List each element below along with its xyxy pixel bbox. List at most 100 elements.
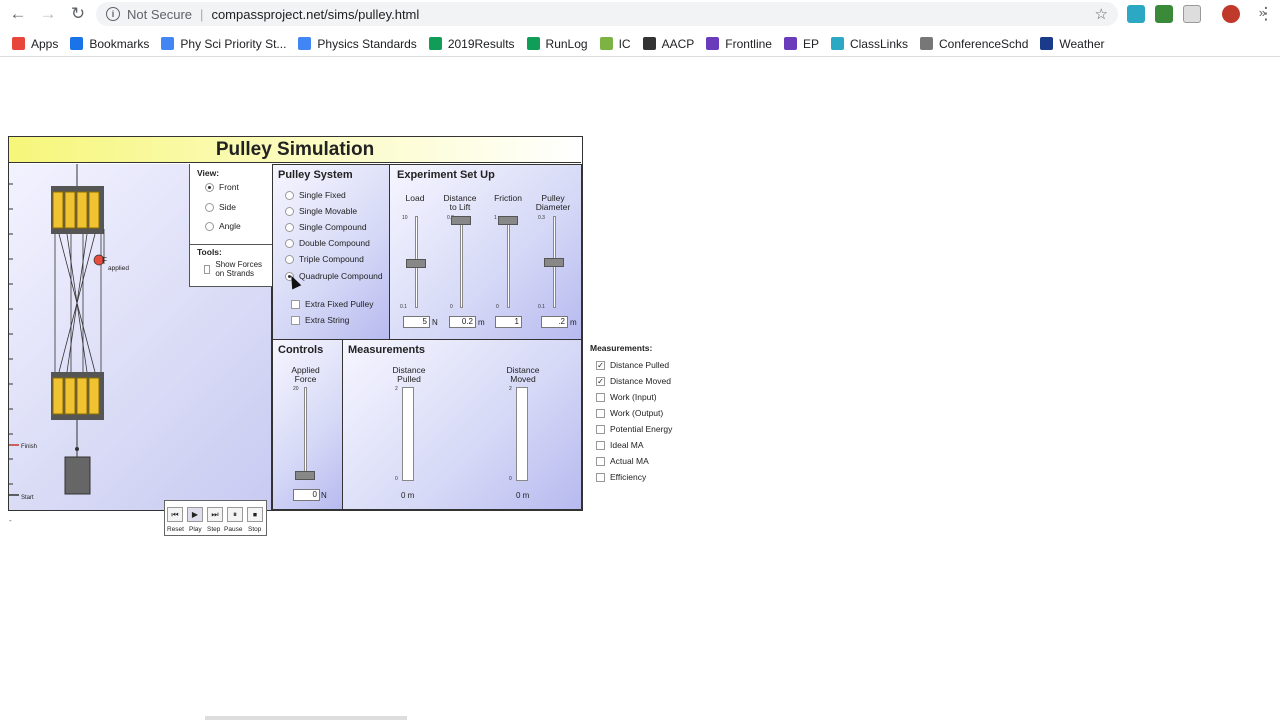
pulley-option-single-fixed[interactable]: Single Fixed — [285, 190, 346, 200]
measurement-label: Distance Pulled — [610, 360, 670, 370]
measurement-label: Work (Output) — [610, 408, 664, 418]
extra-fixed-pulley-checkbox[interactable]: Extra Fixed Pulley — [291, 299, 374, 309]
measurement-checkbox-item[interactable]: ✓Distance Moved — [596, 376, 671, 386]
diameter-slider-knob[interactable] — [544, 258, 564, 267]
reload-icon[interactable]: ↻ — [70, 4, 86, 23]
measurement-label: Efficiency — [610, 472, 647, 482]
radio-icon[interactable] — [285, 190, 294, 200]
address-bar[interactable]: i Not Secure | compassproject.net/sims/p… — [96, 2, 1118, 26]
load-slider-knob[interactable] — [406, 259, 426, 268]
bookmark-label: EP — [802, 36, 819, 51]
measurement-checkbox-item[interactable]: Work (Input) — [596, 392, 657, 402]
radio-icon[interactable] — [285, 254, 294, 264]
url-text[interactable]: compassproject.net/sims/pulley.html — [211, 6, 420, 22]
measurement-checkbox-item[interactable]: Efficiency — [596, 472, 646, 482]
checkbox-icon[interactable] — [204, 264, 211, 274]
bookmark-label: ConferenceSchd — [939, 36, 1029, 51]
ic-icon — [599, 37, 613, 50]
distance-min-label: 0 — [450, 304, 453, 310]
extra-string-checkbox[interactable]: Extra String — [291, 315, 349, 325]
diameter-unit: m — [570, 318, 577, 327]
checkbox-icon[interactable] — [596, 408, 605, 418]
bookmark-item[interactable]: EP — [783, 36, 819, 51]
radio-icon[interactable] — [285, 271, 294, 281]
checkbox-icon[interactable]: ✓ — [596, 360, 605, 370]
chevron-more-icon[interactable]: » — [1258, 5, 1266, 20]
bookmark-star-icon[interactable]: ☆ — [1094, 6, 1108, 23]
measurement-checkbox-item[interactable]: Actual MA — [596, 456, 649, 466]
radio-icon[interactable] — [285, 206, 294, 216]
friction-value-field[interactable]: 1 — [495, 316, 522, 328]
play-button[interactable]: ▶ — [187, 507, 203, 522]
doc-icon — [161, 37, 175, 50]
load-max-label: 10 — [402, 215, 408, 221]
pause-button[interactable]: ⏸ — [227, 507, 243, 522]
distance-slider-knob[interactable] — [451, 216, 471, 225]
horizontal-scrollbar[interactable] — [205, 716, 407, 720]
pulley-option-quadruple-compound[interactable]: Quadruple Compound — [285, 271, 383, 281]
radio-icon[interactable] — [285, 222, 294, 232]
bookmark-item[interactable]: 2019Results — [428, 37, 515, 51]
bookmark-item[interactable]: Bookmarks — [70, 37, 149, 51]
step-button[interactable]: ⏭ — [207, 507, 223, 522]
radio-icon[interactable] — [205, 221, 214, 231]
applied-force-slider-track[interactable] — [304, 387, 307, 479]
distance-value-field[interactable]: 0.2 — [449, 316, 476, 328]
load-value-field[interactable]: 5 — [403, 316, 430, 328]
cast-extension-icon[interactable] — [1183, 5, 1201, 23]
tools-box: Tools: Show Forces on Strands — [189, 245, 272, 287]
bookmark-item[interactable]: Phy Sci Priority St... — [161, 37, 286, 51]
bookmark-item[interactable]: RunLog — [526, 37, 588, 51]
pulley-simulation: Pulley Simulation — [8, 136, 583, 536]
checkbox-icon[interactable] — [596, 440, 605, 450]
bookmark-item[interactable]: Frontline — [706, 37, 772, 51]
diameter-min-label: 0.1 — [538, 304, 545, 310]
bookmark-item[interactable]: ClassLinks — [830, 37, 908, 51]
info-icon[interactable]: i — [106, 7, 120, 21]
distance-slider-track[interactable] — [460, 216, 463, 308]
checkbox-icon[interactable] — [596, 392, 605, 402]
checkbox-icon[interactable] — [291, 315, 300, 325]
measurement-checkbox-item[interactable]: Work (Output) — [596, 408, 663, 418]
applied-force-slider-knob[interactable] — [295, 471, 315, 480]
cloud-extension-icon[interactable] — [1127, 5, 1145, 23]
measurement-checkbox-item[interactable]: Ideal MA — [596, 440, 644, 450]
radio-icon[interactable] — [205, 202, 214, 212]
view-option-angle[interactable]: Angle — [205, 221, 241, 231]
pulley-option-single-compound[interactable]: Single Compound — [285, 222, 367, 232]
checkbox-icon[interactable] — [596, 472, 605, 482]
bookmark-item[interactable]: AACP — [642, 37, 694, 51]
back-arrow-icon[interactable]: ← — [9, 4, 27, 23]
stop-button[interactable]: ⏹ — [247, 507, 263, 522]
pulley-option-double-compound[interactable]: Double Compound — [285, 238, 370, 248]
checkbox-icon[interactable] — [291, 299, 300, 309]
extension-badge-icon[interactable] — [1155, 5, 1173, 23]
measurement-checkbox-item[interactable]: ✓ Distance Pulled — [596, 360, 669, 370]
menu-kebab-icon[interactable]: ⋮ — [1257, 4, 1275, 23]
diameter-value-field[interactable]: .2 — [541, 316, 568, 328]
checkbox-icon[interactable]: ✓ — [596, 376, 605, 386]
view-option-side[interactable]: Side — [205, 202, 236, 212]
checkbox-icon[interactable] — [596, 456, 605, 466]
pulley-option-single-movable[interactable]: Single Movable — [285, 206, 357, 216]
show-forces-checkbox[interactable]: Show Forces on Strands — [204, 260, 270, 278]
forward-arrow-icon[interactable]: → — [39, 4, 57, 23]
checkbox-icon[interactable] — [596, 424, 605, 434]
view-option-front[interactable]: Front — [205, 182, 239, 192]
bookmark-item[interactable]: Weather — [1040, 37, 1105, 51]
bookmark-item[interactable]: Apps — [12, 37, 58, 51]
pulley-option-triple-compound[interactable]: Triple Compound — [285, 254, 364, 264]
friction-slider-knob[interactable] — [498, 216, 518, 225]
bookmark-item[interactable]: ConferenceSchd — [920, 37, 1028, 51]
bookmark-item[interactable]: Physics Standards — [298, 37, 417, 51]
reset-button[interactable]: ⏮ — [167, 507, 183, 522]
radio-icon[interactable] — [285, 238, 294, 248]
bookmark-item[interactable]: IC — [599, 37, 631, 51]
friction-slider-track[interactable] — [507, 216, 510, 308]
radio-icon[interactable] — [205, 182, 214, 192]
measurement-checkbox-item[interactable]: Potential Energy — [596, 424, 672, 434]
profile-avatar-icon[interactable] — [1222, 5, 1240, 23]
distance-pulled-meter — [402, 387, 414, 481]
load-unit: N — [432, 318, 438, 327]
applied-force-value-field[interactable]: 0 — [293, 489, 320, 501]
